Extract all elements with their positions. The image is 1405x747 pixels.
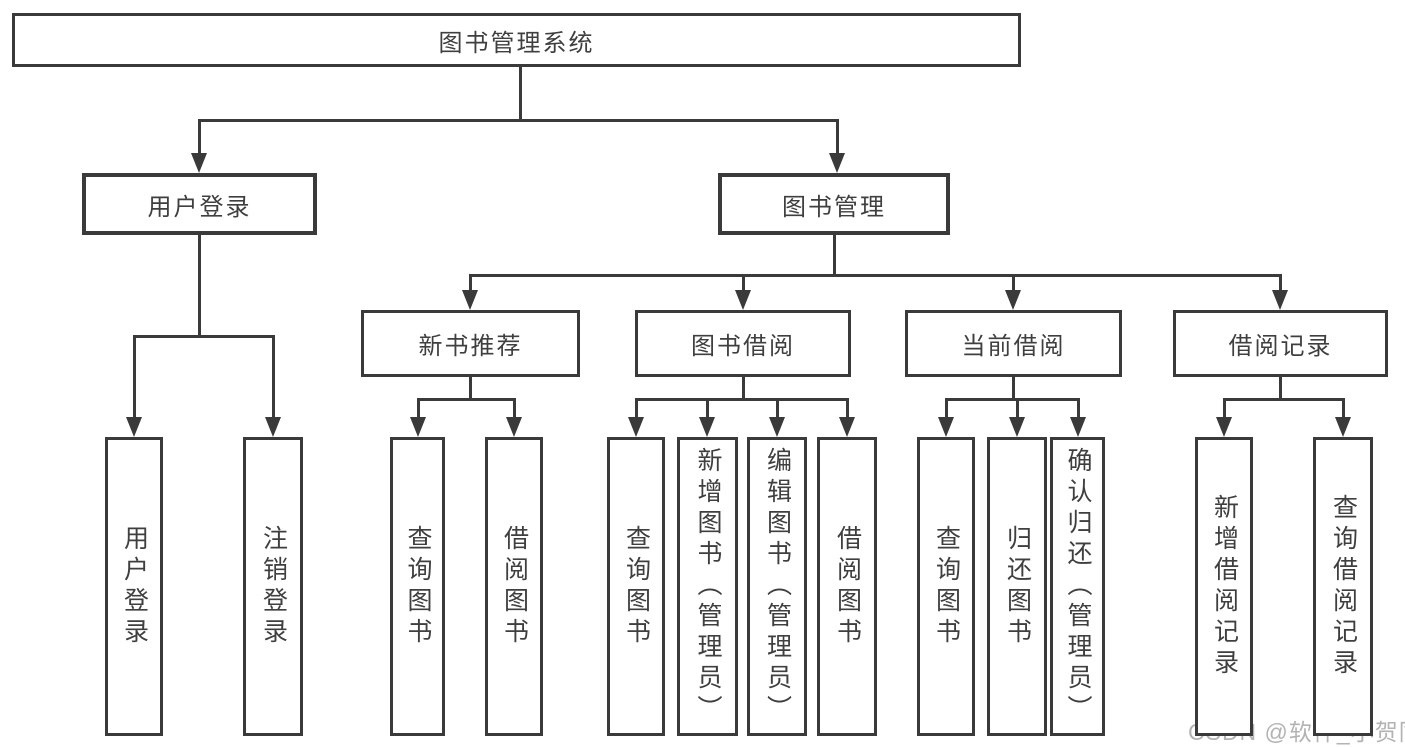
arrow-down-icon <box>191 153 207 173</box>
connector-line <box>634 398 849 401</box>
leaf-add-books-admin: 新增图书（管理员） <box>677 437 738 736</box>
connector-line <box>1222 398 1345 401</box>
leaf-query-books-2-label: 查询图书 <box>622 524 651 649</box>
connector-line <box>741 274 745 292</box>
leaf-logout-label: 注销登录 <box>259 524 288 649</box>
leaf-borrow-books-1-label: 借阅图书 <box>500 524 529 649</box>
leaf-query-books-1: 查询图书 <box>390 437 445 736</box>
leaf-confirm-return-admin-label: 确认归还（管理员） <box>1064 447 1092 726</box>
connector-line <box>832 234 836 277</box>
node-user-login: 用户登录 <box>82 173 317 235</box>
leaf-query-books-1-label: 查询图书 <box>404 524 432 649</box>
leaf-return-books-label: 归还图书 <box>1003 524 1032 649</box>
arrow-down-icon <box>1070 417 1086 437</box>
connector-line <box>416 398 516 401</box>
arrow-down-icon <box>1272 290 1288 310</box>
leaf-query-books-3: 查询图书 <box>917 437 975 736</box>
leaf-edit-books-admin-label: 编辑图书（管理员） <box>763 447 792 726</box>
connector-line <box>518 66 522 122</box>
arrow-down-icon <box>1009 417 1025 437</box>
connector-line <box>468 376 472 401</box>
connector-line <box>132 335 136 419</box>
leaf-add-books-admin-label: 新增图书（管理员） <box>694 447 722 726</box>
connector-line <box>705 398 709 419</box>
connector-line <box>944 398 1080 401</box>
node-book-management-label: 图书管理 <box>782 193 886 221</box>
connector-line <box>1011 274 1015 292</box>
node-user-login-label: 用户登录 <box>147 193 252 221</box>
connector-line <box>132 335 275 338</box>
connector-line <box>741 376 745 401</box>
arrow-down-icon <box>506 417 522 437</box>
leaf-edit-books-admin: 编辑图书（管理员） <box>747 437 807 736</box>
node-borrowing-records: 借阅记录 <box>1173 310 1388 377</box>
arrow-down-icon <box>265 417 281 437</box>
connector-line <box>512 398 516 419</box>
arrow-down-icon <box>126 417 142 437</box>
node-library-system-label: 图书管理系统 <box>438 29 595 57</box>
arrow-down-icon <box>735 290 751 310</box>
arrow-down-icon <box>829 153 845 173</box>
arrow-down-icon <box>938 417 954 437</box>
node-current-borrowing-label: 当前借阅 <box>961 333 1066 360</box>
connector-line <box>1011 376 1015 401</box>
connector-line <box>1341 398 1345 419</box>
arrow-down-icon <box>839 417 855 437</box>
connector-line <box>197 119 201 155</box>
connector-line <box>845 398 849 419</box>
node-book-borrowing: 图书借阅 <box>635 310 851 377</box>
arrow-down-icon <box>462 290 478 310</box>
connector-line <box>1076 398 1080 419</box>
leaf-logout: 注销登录 <box>243 437 303 736</box>
node-book-management: 图书管理 <box>718 173 950 235</box>
connector-line <box>1278 376 1282 401</box>
connector-line <box>1278 274 1282 292</box>
connector-line <box>468 274 472 292</box>
leaf-query-borrow-record: 查询借阅记录 <box>1313 437 1373 736</box>
leaf-query-borrow-record-label: 查询借阅记录 <box>1329 493 1358 680</box>
arrow-down-icon <box>769 417 785 437</box>
arrow-down-icon <box>628 417 644 437</box>
node-new-book-recommend-label: 新书推荐 <box>418 333 523 360</box>
connector-line <box>197 234 201 338</box>
connector-line <box>634 398 638 419</box>
connector-line <box>271 335 275 419</box>
leaf-confirm-return-admin: 确认归还（管理员） <box>1050 437 1105 736</box>
leaf-query-books-3-label: 查询图书 <box>932 524 961 649</box>
leaf-query-books-2: 查询图书 <box>607 437 665 736</box>
node-book-borrowing-label: 图书借阅 <box>691 333 795 360</box>
leaf-add-borrow-record: 新增借阅记录 <box>1195 437 1253 736</box>
node-library-system: 图书管理系统 <box>12 13 1021 67</box>
connector-line <box>944 398 948 419</box>
node-new-book-recommend: 新书推荐 <box>361 310 580 377</box>
connector-line <box>416 398 420 419</box>
leaf-return-books: 归还图书 <box>987 437 1047 736</box>
leaf-user-login: 用户登录 <box>105 437 163 736</box>
connector-line <box>468 274 1282 277</box>
connector-line <box>197 119 839 122</box>
arrow-down-icon <box>1335 417 1351 437</box>
arrow-down-icon <box>1005 290 1021 310</box>
node-borrowing-records-label: 借阅记录 <box>1228 333 1333 360</box>
arrow-down-icon <box>1216 417 1232 437</box>
leaf-borrow-books-2: 借阅图书 <box>817 437 877 736</box>
leaf-borrow-books-2-label: 借阅图书 <box>833 524 862 649</box>
leaf-add-borrow-record-label: 新增借阅记录 <box>1210 493 1239 680</box>
arrow-down-icon <box>699 417 715 437</box>
connector-line <box>835 119 839 155</box>
node-current-borrowing: 当前借阅 <box>905 310 1122 377</box>
connector-line <box>775 398 779 419</box>
leaf-user-login-label: 用户登录 <box>120 524 149 649</box>
connector-line <box>1015 398 1019 419</box>
arrow-down-icon <box>410 417 426 437</box>
connector-line <box>1222 398 1226 419</box>
leaf-borrow-books-1: 借阅图书 <box>485 437 543 736</box>
